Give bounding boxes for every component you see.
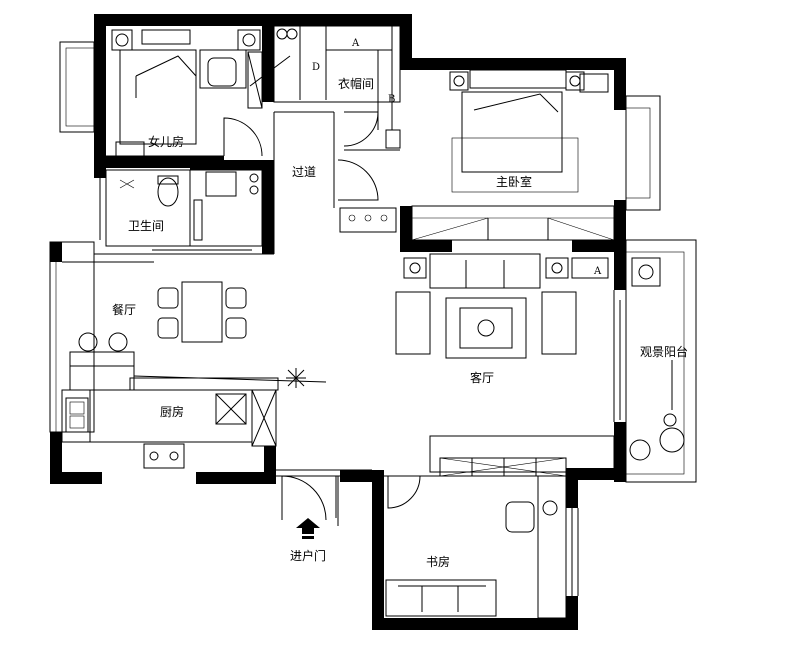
wall-study-right: [566, 468, 578, 508]
master-nightstand-right: [565, 71, 585, 91]
dining-set: [78, 281, 247, 352]
label-living-room: 客厅: [470, 370, 494, 385]
kitchen-fridge: [251, 389, 277, 447]
label-scenic-balcony: 观景阳台: [640, 344, 688, 359]
wall-kitchen-bottom: [50, 472, 102, 484]
master-nightstand-left: [449, 71, 469, 91]
interior-lines: [49, 25, 697, 619]
daughter-closet: [247, 51, 263, 109]
bathroom-frame: [105, 169, 263, 247]
wall-master-top: [400, 58, 626, 70]
daughter-nightstand: [111, 29, 133, 51]
label-bathroom: 卫生间: [128, 219, 164, 233]
entrance-arrow-icon: [296, 518, 320, 539]
wall-kitchen-left: [50, 432, 62, 484]
label-dining-room: 餐厅: [112, 302, 136, 317]
wall-study-right-2: [566, 596, 578, 630]
dining-window: [49, 241, 95, 433]
wall-bath-right: [262, 160, 274, 254]
master-wardrobe: [411, 205, 615, 241]
room-labels: 女儿房 衣帽间 主卧室 过道 卫生间 餐厅 客厅 厨房 观景阳台 书房 进户门 …: [112, 38, 688, 569]
label-master-bedroom: 主卧室: [496, 174, 532, 189]
wall-living-bottom-right: [566, 468, 626, 480]
wall-study-bottom: [372, 618, 578, 630]
daughter-balcony: [59, 41, 95, 133]
range-hood: [215, 393, 247, 425]
master-door: [337, 159, 379, 201]
label-daughter-room: 女儿房: [148, 134, 184, 149]
master-balcony: [625, 95, 661, 211]
furniture: [78, 28, 685, 533]
daughter-door: [223, 117, 263, 157]
elevation-mark-a-living: A: [593, 266, 602, 277]
balcony-plants: [629, 257, 685, 461]
wall-bath-left: [94, 166, 106, 178]
wall-corridor-col: [262, 26, 274, 102]
study-chair: [505, 501, 535, 533]
wall-study-left: [372, 470, 384, 630]
wall-master-left-low: [400, 206, 412, 252]
wall-study-top: [340, 470, 384, 482]
living-sofas: [395, 253, 609, 359]
shoe-cabinet: [339, 207, 397, 233]
walls: [50, 14, 626, 630]
kitchen-sink: [65, 397, 89, 433]
label-kitchen: 厨房: [160, 404, 184, 419]
tv-cabinet: [429, 435, 615, 473]
coffee-table: [445, 297, 527, 359]
study-door: [387, 475, 421, 509]
wall-wardrobe-right: [400, 14, 412, 70]
daughter-bed: [119, 29, 197, 145]
wall-dining-left: [50, 242, 62, 262]
wall-living-right: [614, 422, 626, 482]
wardrobe-frame: [273, 25, 401, 103]
toilet: [157, 177, 179, 207]
label-corridor: 过道: [292, 165, 316, 179]
kitchen-plant: [286, 368, 306, 388]
elevation-mark-d: D: [312, 62, 320, 73]
wardrobe-door: [343, 111, 379, 147]
entrance-door: [281, 475, 327, 521]
daughter-balcony-inner: [65, 47, 95, 127]
study-sofa: [385, 579, 497, 617]
study-desk: [537, 475, 567, 619]
master-bed: [451, 69, 579, 193]
bath-sink: [205, 171, 237, 197]
wall-kitchen-bottom-2: [196, 472, 276, 484]
elevation-mark-a: A: [351, 38, 360, 49]
stove: [143, 443, 185, 469]
daughter-chair: [207, 57, 237, 87]
bar-counter: [69, 351, 135, 391]
wall-master-right: [614, 58, 626, 110]
elevation-mark-b: B: [388, 94, 395, 105]
wall-bath-top: [190, 160, 270, 170]
label-wardrobe-room: 衣帽间: [338, 76, 374, 91]
wall-daughter-left: [94, 14, 106, 160]
wall-master-bottom-2: [572, 240, 626, 252]
doors: [223, 51, 421, 521]
daughter-desk: [199, 49, 247, 89]
wall-master-bottom: [400, 240, 452, 252]
wall-top-left: [94, 14, 412, 26]
label-study: 书房: [426, 554, 450, 569]
wall-kitchen-right: [264, 446, 276, 484]
label-entrance: 进户门: [290, 548, 326, 563]
